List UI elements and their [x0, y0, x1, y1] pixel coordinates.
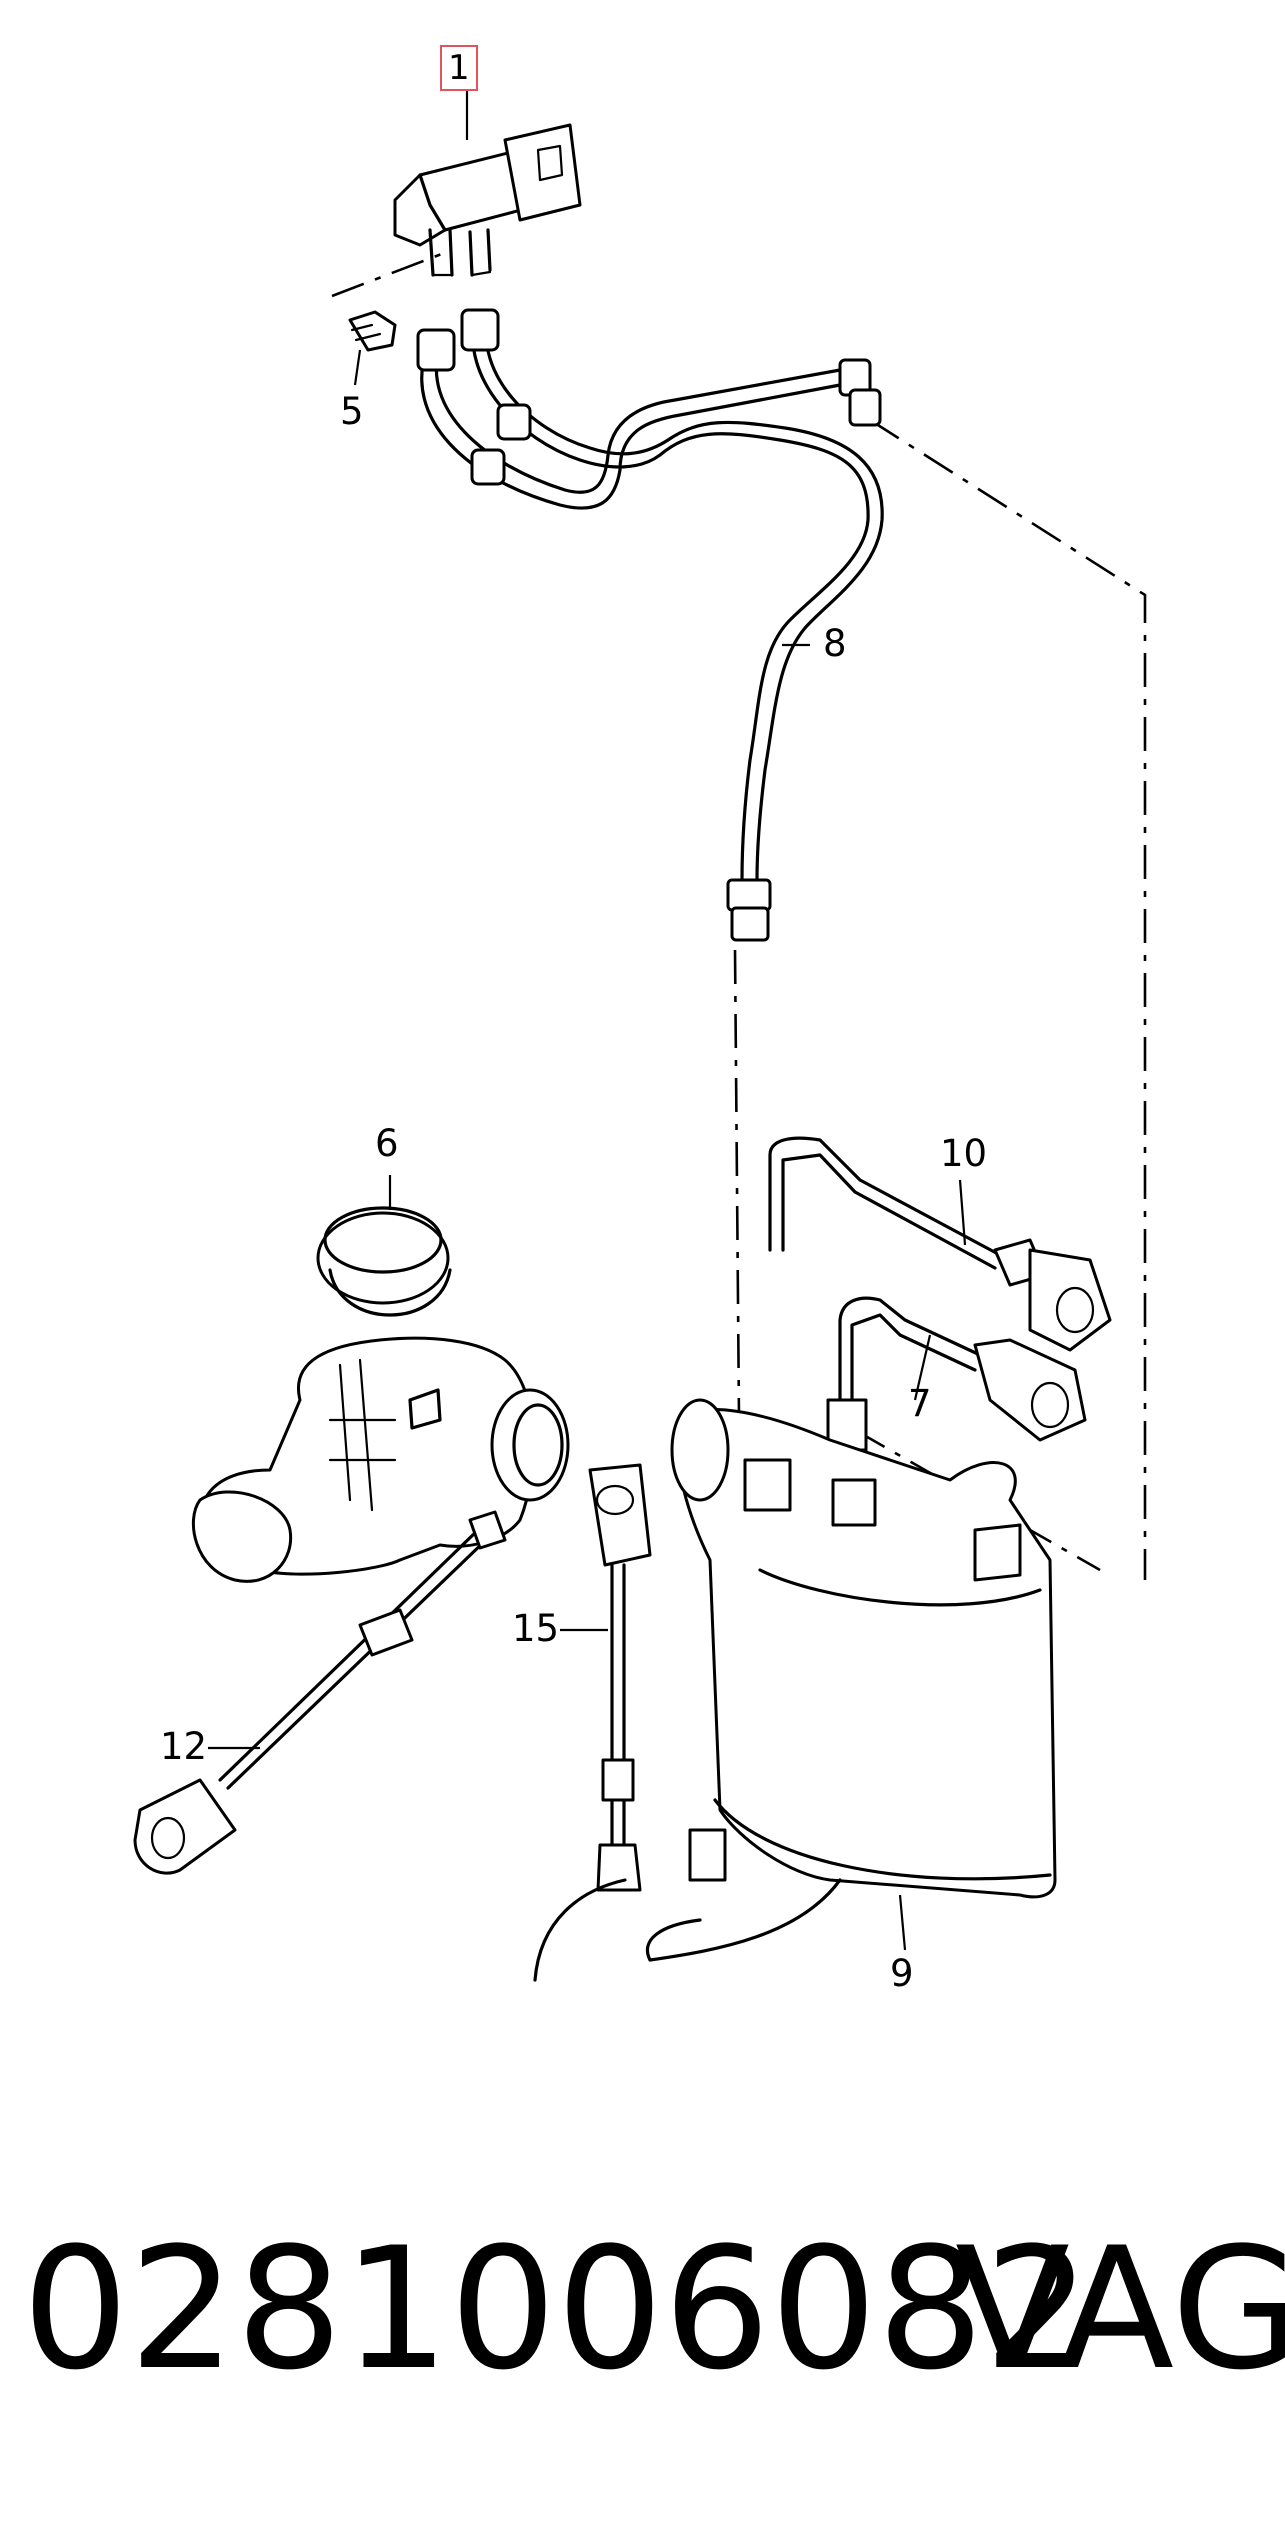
- callout-8[interactable]: 8: [823, 622, 847, 665]
- sensors-part-10-and-7: [768, 1136, 1112, 1452]
- callout-12[interactable]: 12: [160, 1725, 208, 1768]
- turbocharger-part-6: [191, 1206, 570, 1583]
- part-number: 0281006082: [22, 2211, 1091, 2407]
- pressure-sensor-part-1: [393, 123, 582, 277]
- callout-15[interactable]: 15: [512, 1607, 560, 1650]
- callout-leaders: [208, 90, 967, 1951]
- brand-name: VAG: [955, 2211, 1285, 2407]
- callout-9[interactable]: 9: [890, 1952, 914, 1995]
- callout-7[interactable]: 7: [908, 1382, 932, 1425]
- callout-10[interactable]: 10: [940, 1132, 988, 1175]
- temperature-sensor-part-12: [133, 1510, 507, 1875]
- callout-5[interactable]: 5: [340, 390, 364, 433]
- callout-1[interactable]: 1: [440, 45, 478, 91]
- pressure-pipes-part-8: [416, 308, 884, 942]
- sensor-part-15: [588, 1463, 652, 1892]
- bolt-part-5: [348, 310, 397, 352]
- callout-6[interactable]: 6: [375, 1122, 399, 1165]
- particulate-filter-part-9: [533, 1398, 1057, 1982]
